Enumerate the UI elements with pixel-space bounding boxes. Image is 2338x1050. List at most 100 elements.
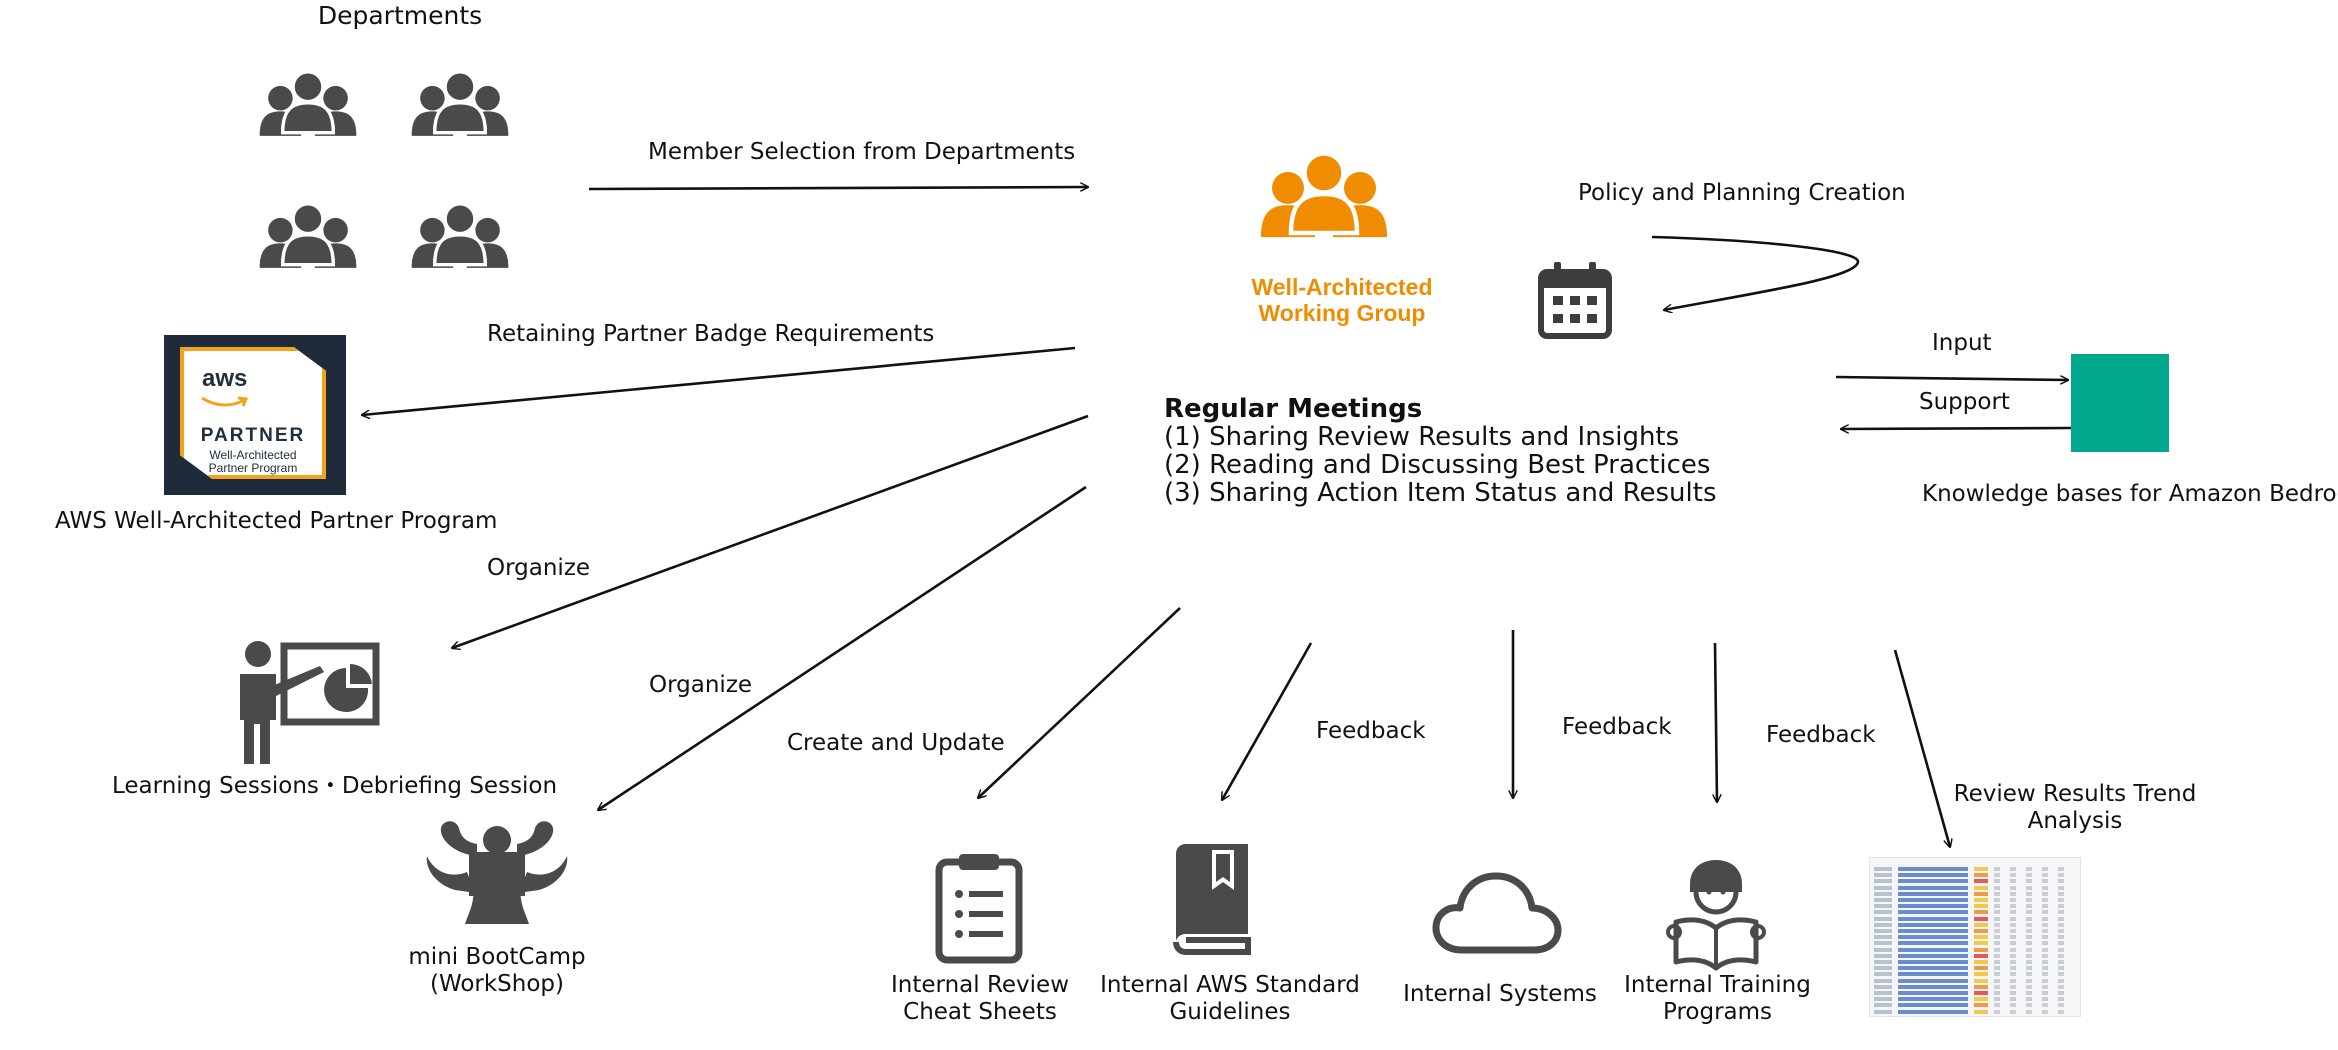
sheet-cell [2042, 972, 2048, 977]
sheet-cell [1974, 1009, 1988, 1014]
sheet-cell [1898, 873, 1968, 878]
arrows [362, 187, 2072, 847]
arrow-retaining-badge [362, 346, 1076, 415]
sheet-cell [1874, 1009, 1892, 1014]
departments-label: Departments [317, 1, 483, 30]
member-selection-label: Member Selection from Departments [648, 139, 1076, 165]
book-icon [1173, 844, 1251, 955]
sheet-cell [1994, 1009, 2000, 1014]
sheet-cell [2026, 941, 2032, 946]
sheet-cell [2058, 1009, 2064, 1014]
sheet-cell [1898, 910, 1968, 915]
sheet-cell [2026, 953, 2032, 958]
sheet-cell [1994, 991, 2000, 995]
sheet-cell [2026, 960, 2032, 964]
sheet-cell [1974, 960, 1988, 964]
sheet-cell [2058, 885, 2064, 890]
sheet-cell [1974, 867, 1988, 871]
sheet-cell [2010, 922, 2016, 927]
sheet-cell [1874, 885, 1892, 890]
sheet-row [1870, 1009, 2080, 1015]
sheet-cell [1974, 966, 1988, 971]
sheet-cell [1874, 991, 1892, 995]
sheet-cell [1874, 929, 1892, 933]
sheet-cell [1994, 1003, 2000, 1008]
arrow-policy-planning [1651, 235, 1860, 310]
badge-subtitle: Well-Architected Partner Program [208, 448, 298, 475]
badge-brand: aws [202, 365, 248, 392]
feedback-label-1: Feedback [1316, 718, 1426, 744]
sheet-cell [2026, 916, 2032, 921]
sheet-cell [2026, 978, 2032, 983]
sheet-cell [1874, 891, 1892, 896]
sheet-cell [1874, 935, 1892, 940]
sheet-cell [2010, 929, 2016, 933]
sheet-cell [1994, 941, 2000, 946]
sheet-cell [1898, 991, 1968, 995]
arrow-member-selection [588, 187, 1088, 189]
sheet-cell [1994, 885, 2000, 890]
create-update-label: Create and Update [787, 730, 1005, 756]
sheet-cell [2042, 984, 2048, 989]
regular-meetings: Regular Meetings (1) Sharing Review Resu… [1164, 395, 1717, 507]
sheet-cell [1898, 1009, 1968, 1014]
sheet-cell [1994, 904, 2000, 909]
sheet-cell [1974, 910, 1988, 915]
department-group-icon-1 [260, 72, 357, 136]
sheet-row [1870, 916, 2080, 922]
sheet-row [1870, 928, 2080, 934]
sheet-cell [1874, 879, 1892, 884]
sheet-cell [2042, 953, 2048, 958]
sheet-cell [1994, 916, 2000, 921]
sheet-cell [1898, 885, 1968, 890]
sheet-cell [1974, 1003, 1988, 1008]
sheet-cell [1898, 966, 1968, 971]
sheet-cell [2010, 978, 2016, 983]
cheat-sheets-label: Internal Review Cheat Sheets [890, 972, 1069, 1025]
sheet-row [1870, 978, 2080, 984]
sheet-row [1870, 953, 2080, 959]
sheet-row [1870, 922, 2080, 928]
sheet-cell [1994, 867, 2000, 871]
input-label: Input [1932, 330, 1992, 356]
sheet-cell [2026, 885, 2032, 890]
sheet-cell [1974, 941, 1988, 946]
sheet-cell [1974, 953, 1988, 958]
sheet-cell [2058, 910, 2064, 915]
sheet-cell [2026, 873, 2032, 878]
sheet-cell [1974, 978, 1988, 983]
sheet-cell [2058, 953, 2064, 958]
sheet-cell [2042, 960, 2048, 964]
sheet-cell [2026, 997, 2032, 1002]
sheet-cell [2042, 922, 2048, 927]
reader-icon [1666, 860, 1766, 971]
clipboard-list-icon [935, 854, 1023, 964]
sheet-cell [1994, 910, 2000, 915]
sheet-cell [2058, 904, 2064, 909]
sheet-row [1870, 885, 2080, 891]
sheet-cell [1898, 947, 1968, 952]
sheet-cell [2026, 1009, 2032, 1014]
sheet-row [1870, 872, 2080, 878]
sheet-cell [2026, 984, 2032, 989]
sheet-cell [2042, 885, 2048, 890]
sheet-cell [2026, 966, 2032, 971]
sheet-cell [1974, 935, 1988, 940]
aws-partner-badge-inner: aws PARTNER Well-Architected Partner Pro… [180, 347, 326, 479]
sheet-cell [1874, 922, 1892, 927]
sheet-cell [2058, 935, 2064, 940]
sheet-cell [1874, 873, 1892, 878]
sheet-cell [1898, 984, 1968, 989]
sheet-cell [2010, 935, 2016, 940]
sheet-cell [1874, 904, 1892, 909]
sheet-row [1870, 903, 2080, 909]
sheet-cell [2058, 929, 2064, 933]
arrow-support [1841, 428, 2072, 429]
review-trend-label: Review Results Trend Analysis [1953, 781, 2197, 834]
sheet-cell [2042, 935, 2048, 940]
sheet-cell [1974, 991, 1988, 995]
sheet-cell [1898, 867, 1968, 871]
bootcamp-label: mini BootCamp (WorkShop) [408, 944, 586, 997]
feedback-label-2: Feedback [1562, 714, 1672, 740]
